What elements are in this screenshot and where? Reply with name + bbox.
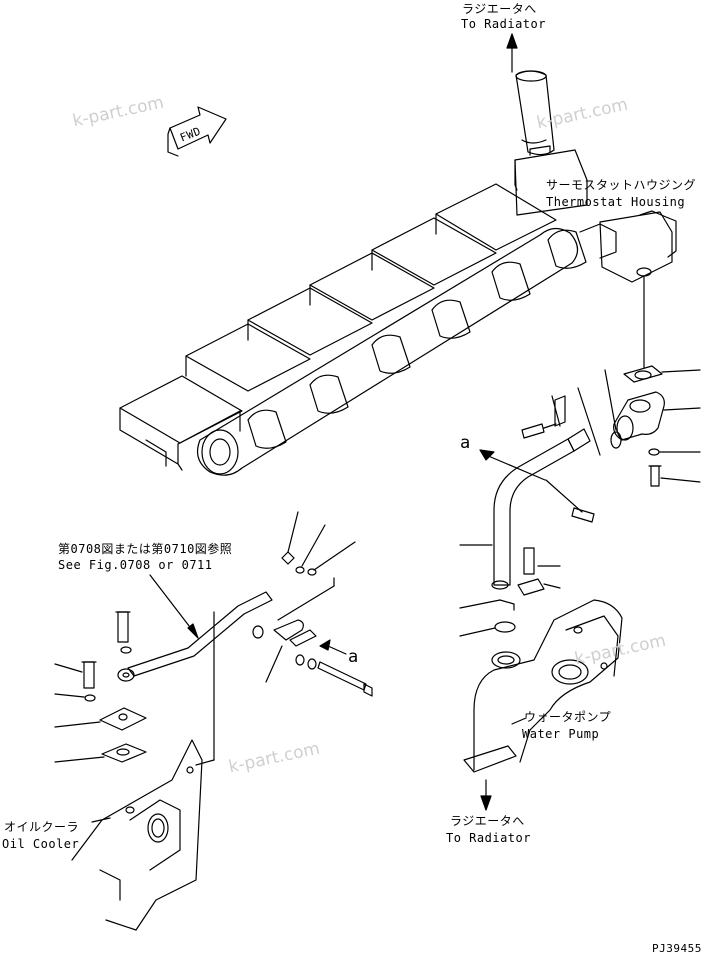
to-radiator-top-en: To Radiator	[461, 17, 546, 31]
oil-cooler-label-jp: オイルクーラ	[4, 820, 80, 834]
tube-clamp	[253, 512, 372, 696]
thermostat-housing-label-en: Thermostat Housing	[546, 195, 686, 209]
water-pipe	[460, 388, 600, 636]
oil-cooler	[72, 740, 202, 930]
oil-cooler-label-en: Oil Cooler	[2, 837, 80, 851]
to-radiator-bottom-jp: ラジエータへ	[450, 814, 525, 828]
see-fig-label-en: See Fig.0708 or 0711	[58, 558, 213, 572]
engine-block	[120, 184, 556, 470]
arrow-a-left-label: a	[348, 647, 359, 667]
oil-cooler-tube	[118, 575, 272, 765]
water-pump	[464, 600, 622, 810]
thermostat-parts	[605, 366, 700, 486]
to-radiator-bottom-en: To Radiator	[446, 831, 531, 845]
water-pump-label-en: Water Pump	[522, 727, 600, 741]
thermostat-housing	[515, 146, 676, 368]
see-fig-label-jp: 第0708図または第0710図参照	[58, 542, 233, 556]
water-pump-label-jp: ウォータポンプ	[524, 710, 612, 724]
water-manifold	[198, 224, 616, 475]
thermostat-housing-label-jp: サーモスタットハウジング	[546, 178, 697, 192]
fwd-arrow	[168, 107, 226, 156]
to-radiator-top-jp: ラジエータへ	[462, 2, 537, 16]
oil-cooler-fittings	[55, 612, 146, 762]
radiator-hose-top	[507, 34, 554, 155]
drawing-number: PJ39455	[652, 942, 702, 955]
arrow-a-right-label: a	[460, 433, 471, 453]
